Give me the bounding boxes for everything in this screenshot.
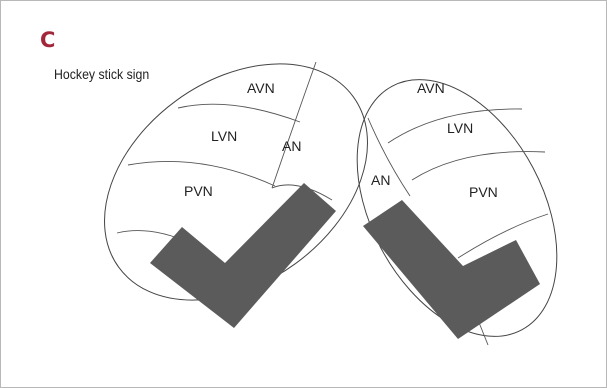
left-boundary-lvn-pvn <box>127 160 276 187</box>
right-label-lvn: LVN <box>447 120 473 136</box>
left-boundary-an-lower <box>271 184 333 201</box>
panel-letter: C <box>40 28 56 52</box>
right-boundary-lvn-pvn <box>411 151 546 181</box>
right-thalamus-outline <box>356 79 558 337</box>
right-label-pvn: PVN <box>469 184 498 200</box>
left-label-an: AN <box>282 138 301 154</box>
left-label-avn: AVN <box>247 80 275 96</box>
right-label-an: AN <box>371 172 390 188</box>
panel-title: Hockey stick sign <box>54 66 150 82</box>
left-label-lvn: LVN <box>211 128 237 144</box>
right-boundary-avn-lvn <box>387 108 523 144</box>
left-boundary-an <box>271 61 317 189</box>
right-boundary-an <box>367 117 411 197</box>
left-label-pvn: PVN <box>184 183 213 199</box>
left-thalamus: AVN LVN AN PVN <box>104 61 368 328</box>
right-boundary-pvn-lower <box>457 213 549 259</box>
left-hockey-stick <box>150 183 336 328</box>
right-label-avn: AVN <box>417 80 445 96</box>
left-boundary-avn-lvn <box>177 103 301 123</box>
left-thalamus-outline <box>104 63 368 301</box>
right-hockey-stick <box>363 200 540 339</box>
right-thalamus: AVN LVN AN PVN <box>356 79 558 346</box>
